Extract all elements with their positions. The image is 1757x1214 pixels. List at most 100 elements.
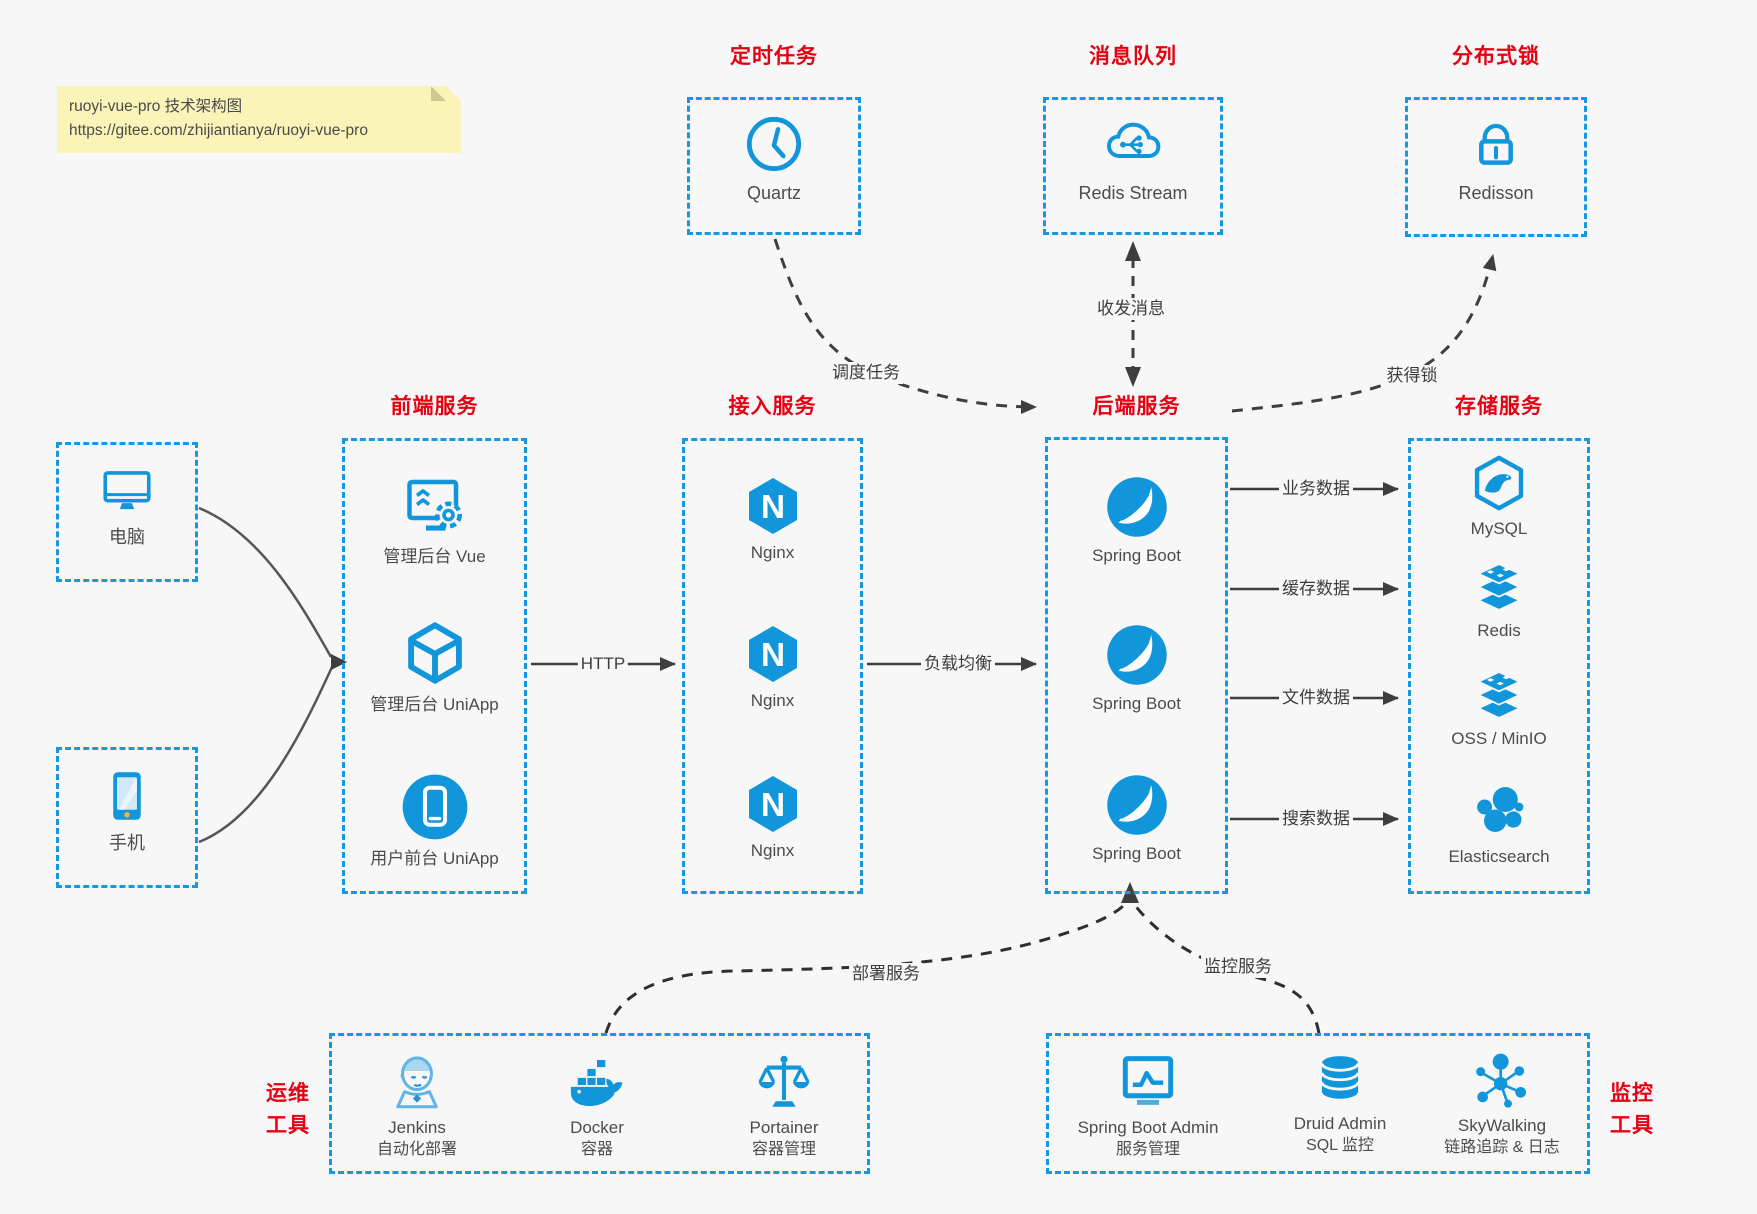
backend-item-springboot-3: Spring Boot xyxy=(1045,771,1228,865)
redis-stream-box xyxy=(1043,97,1223,235)
title-scheduled-tasks: 定时任务 xyxy=(730,45,818,68)
edge-label-business-data: 业务数据 xyxy=(1279,478,1353,500)
redisson-node: Redisson xyxy=(1405,112,1587,204)
spring-icon xyxy=(1103,771,1171,839)
pc-box xyxy=(56,442,198,582)
desktop-icon xyxy=(103,471,151,510)
title-distributed-lock: 分布式锁 xyxy=(1452,45,1540,68)
nginx-icon xyxy=(741,474,805,538)
node-label: 管理后台 Vue xyxy=(383,547,486,566)
node-label: 手机 xyxy=(109,833,145,853)
node-label: 电脑 xyxy=(109,527,145,547)
frontend-item-admin-uniapp: 管理后台 UniApp xyxy=(342,616,527,716)
monitor-item-sba: Spring Boot Admin 服务管理 xyxy=(1053,1049,1243,1160)
backend-item-springboot-2: Spring Boot xyxy=(1045,621,1228,715)
cube-icon xyxy=(407,622,462,684)
storage-item-elasticsearch: Elasticsearch xyxy=(1408,782,1590,868)
node-label: SkyWalking xyxy=(1457,1116,1547,1135)
node-label: Spring Boot xyxy=(1092,844,1181,863)
node-label: Redis xyxy=(1477,621,1521,640)
edge-label-cache-data: 缓存数据 xyxy=(1279,578,1353,600)
sticky-note: ruoyi-vue-pro 技术架构图 https://gitee.com/zh… xyxy=(57,86,461,153)
frontend-box xyxy=(342,438,527,894)
node-desc: 容器管理 xyxy=(751,1141,816,1158)
edge-phone-frontend xyxy=(198,666,334,844)
arrowhead-message-down xyxy=(1125,367,1141,387)
node-label: Portainer xyxy=(749,1118,819,1137)
edge-lock xyxy=(1231,254,1497,413)
ops-item-docker: Docker 容器 xyxy=(517,1049,677,1160)
node-label: MySQL xyxy=(1470,519,1528,538)
clock-icon xyxy=(746,116,802,172)
edge-pc-frontend xyxy=(198,506,333,658)
node-label: Quartz xyxy=(746,183,802,203)
docker-icon xyxy=(570,1060,623,1107)
database-icon xyxy=(1320,1056,1360,1099)
redis-stream-node: Redis Stream xyxy=(1043,112,1223,204)
node-label: Elasticsearch xyxy=(1448,847,1550,866)
node-label: Spring Boot Admin xyxy=(1077,1118,1219,1137)
node-label: Nginx xyxy=(750,543,795,562)
spring-icon xyxy=(1103,473,1171,541)
backend-box xyxy=(1045,437,1228,894)
topology-icon xyxy=(1476,1053,1526,1108)
edge-label-message: 收发消息 xyxy=(1094,298,1168,320)
lock-icon xyxy=(1479,123,1513,165)
node-label: 用户前台 UniApp xyxy=(370,849,499,868)
arrowhead-message-up xyxy=(1125,241,1141,261)
ops-side-line1: 运维 xyxy=(266,1082,310,1105)
frontend-item-admin-vue: 管理后台 Vue xyxy=(342,470,527,568)
redisson-box xyxy=(1405,97,1587,237)
nginx-icon xyxy=(741,772,805,836)
node-label: 管理后台 UniApp xyxy=(370,695,499,714)
access-item-nginx-3: Nginx xyxy=(682,772,863,862)
stack-icon xyxy=(1470,666,1528,724)
scales-icon xyxy=(758,1055,810,1107)
edge-label-load-balance: 负载均衡 xyxy=(921,653,995,675)
admin-vue-icon xyxy=(406,479,462,531)
title-storage: 存储服务 xyxy=(1455,395,1543,418)
quartz-box xyxy=(687,97,861,235)
access-box xyxy=(682,438,863,894)
spring-icon xyxy=(1103,621,1171,689)
edge-label-monitoring: 监控服务 xyxy=(1201,956,1275,978)
nginx-icon xyxy=(741,622,805,686)
edge-label-file-data: 文件数据 xyxy=(1279,687,1353,709)
node-label: Redis Stream xyxy=(1078,183,1188,203)
node-label: Nginx xyxy=(750,691,795,710)
access-item-nginx-1: Nginx xyxy=(682,474,863,564)
jenkins-icon xyxy=(396,1056,438,1109)
access-item-nginx-2: Nginx xyxy=(682,622,863,712)
edge-label-http: HTTP xyxy=(577,653,629,675)
ops-item-portainer: Portainer 容器管理 xyxy=(704,1049,864,1160)
node-label: Docker xyxy=(570,1118,624,1137)
node-label: Druid Admin xyxy=(1293,1114,1387,1133)
node-label: Spring Boot xyxy=(1092,694,1181,713)
phone-node: 手机 xyxy=(56,766,198,854)
title-frontend: 前端服务 xyxy=(390,395,479,418)
node-label: Nginx xyxy=(750,841,795,860)
edge-label-lock: 获得锁 xyxy=(1383,365,1441,387)
quartz-node: Quartz xyxy=(687,112,861,204)
node-label: OSS / MinIO xyxy=(1451,729,1547,748)
phone-box xyxy=(56,747,198,888)
storage-item-oss-minio: OSS / MinIO xyxy=(1408,666,1590,750)
monitor-side-line1: 监控 xyxy=(1610,1082,1654,1105)
pc-node: 电脑 xyxy=(56,462,198,548)
edge-label-search-data: 搜索数据 xyxy=(1279,808,1353,830)
storage-item-mysql: MySQL xyxy=(1408,452,1590,540)
cloud-stream-icon xyxy=(1106,122,1161,158)
node-desc: 容器 xyxy=(580,1141,613,1158)
monitor-box xyxy=(1046,1033,1590,1174)
elasticsearch-icon xyxy=(1477,787,1524,832)
edge-schedule xyxy=(773,238,1037,414)
stack-icon xyxy=(1470,558,1528,616)
node-desc: 服务管理 xyxy=(1115,1141,1180,1158)
node-desc: 链路追踪 & 日志 xyxy=(1444,1139,1560,1156)
frontend-item-user-uniapp: 用户前台 UniApp xyxy=(342,770,527,870)
ops-side-label: 运维 工具 xyxy=(250,1078,326,1142)
monitor-side-line2: 工具 xyxy=(1610,1114,1654,1137)
monitor-item-druid: Druid Admin SQL 监控 xyxy=(1245,1049,1435,1156)
user-app-icon xyxy=(402,774,467,840)
